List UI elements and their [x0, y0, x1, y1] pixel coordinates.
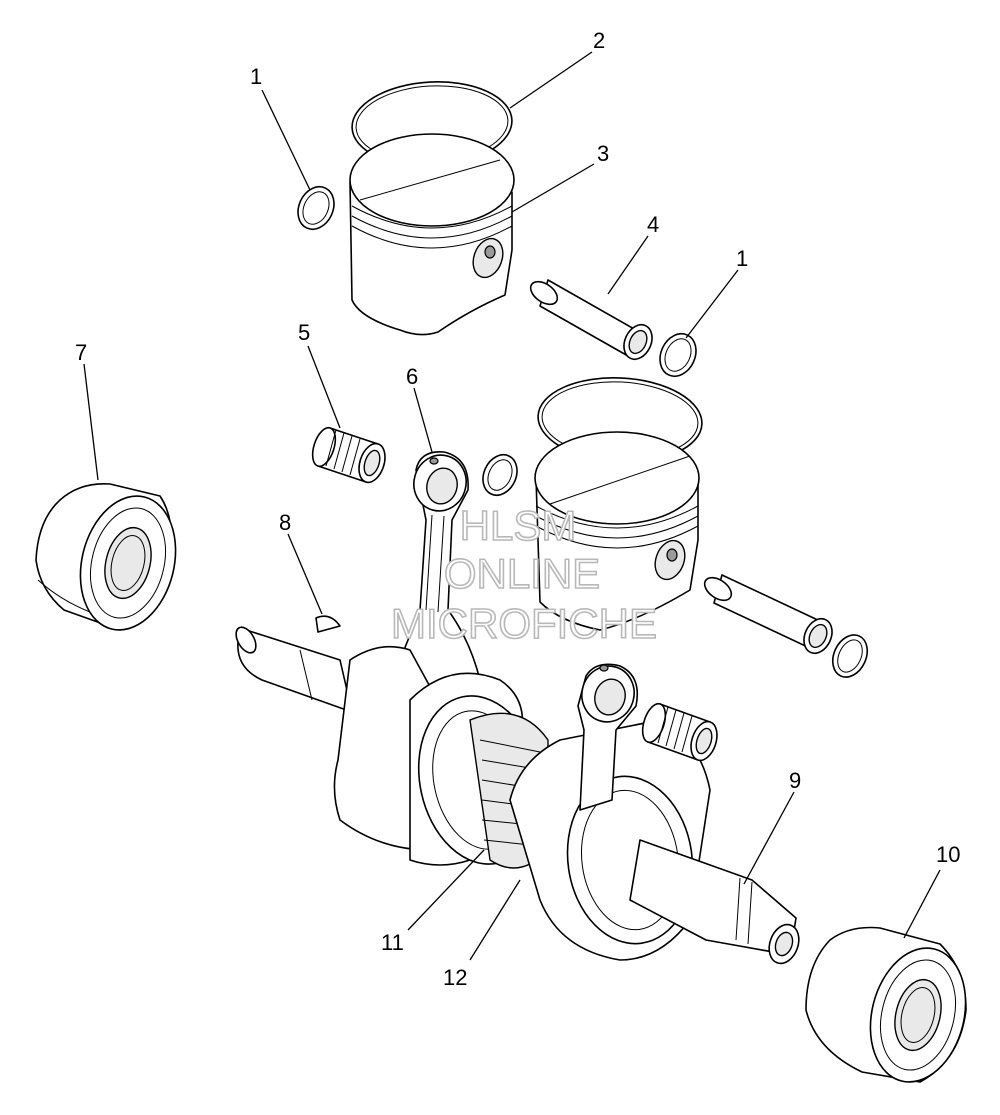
circlip-right [659, 333, 697, 377]
callout-12: 12 [443, 965, 467, 990]
watermark-line-1: HLSM [460, 502, 577, 549]
callout-11: 11 [381, 930, 404, 955]
circlip-upper [297, 186, 335, 230]
needle-bearing-upper [311, 426, 386, 484]
crankshaft [235, 626, 800, 965]
leader-lines [83, 51, 941, 961]
piston-upper [349, 133, 515, 336]
piston-pin-lower [703, 574, 833, 655]
callouts: 1 2 3 4 1 5 6 7 8 9 10 11 12 [75, 28, 960, 990]
callout-4: 4 [647, 212, 659, 237]
piston-pin-upper [529, 279, 653, 361]
watermark-line-3: MICROFICHE [391, 600, 657, 647]
callout-5: 5 [298, 320, 310, 345]
callout-1-right: 1 [736, 246, 748, 271]
main-bearing-left [35, 483, 177, 631]
callout-1-upper: 1 [250, 64, 262, 89]
callout-10: 10 [936, 842, 960, 867]
piston-lower [534, 431, 700, 631]
connecting-rod-right [577, 663, 639, 811]
callout-2: 2 [593, 28, 605, 53]
circlip-lower-right [831, 634, 869, 678]
watermark-line-2: ONLINE [444, 550, 600, 597]
watermark: HLSM ONLINE MICROFICHE [390, 501, 658, 648]
callout-9: 9 [789, 768, 801, 793]
callout-6: 6 [406, 364, 418, 389]
callout-8: 8 [279, 510, 291, 535]
main-bearing-right [805, 926, 967, 1083]
needle-bearing-lower [641, 702, 718, 762]
circlip-middle [482, 454, 518, 496]
callout-7: 7 [75, 340, 87, 365]
woodruff-key [315, 615, 341, 633]
callout-3: 3 [597, 141, 609, 166]
